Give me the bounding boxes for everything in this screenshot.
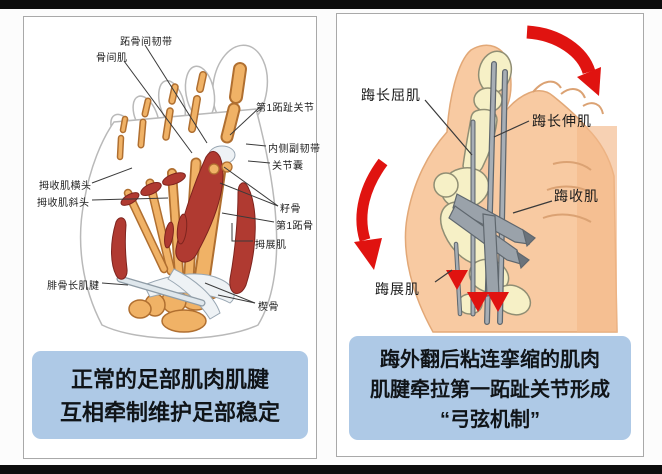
label-cuneiform: 楔骨 [258,302,279,313]
left-panel: 跖骨间韧带 骨间肌 第1跖趾关节 内侧副韧带 关节囊 籽骨 第1跖骨 拇收肌横头… [23,16,320,459]
normal-foot-illustration [79,44,279,340]
sesamoid-bones [208,161,233,175]
toe-creases [532,80,604,223]
curved-arrow-left-icon [356,158,388,242]
muscles [111,150,256,294]
label-medial-collateral-ligament: 内侧副韧带 [268,144,321,155]
label-adductor-transverse-head: 拇收肌横头 [39,181,92,192]
right-panel: 踇长屈肌 踇长伸肌 踇收肌 踇展肌 踇外翻后粘连挛缩的肌肉 肌腱牵拉第一跖趾关节… [336,13,644,457]
ligaments [116,145,236,320]
down-arrowhead-icon [446,270,468,290]
label-intermetatarsal-ligament: 跖骨间韧带 [120,37,173,48]
label-peroneus-longus-tendon: 腓骨长肌腱 [47,281,100,292]
curved-arrow-left-head-icon [354,238,382,270]
left-caption-line1: 正常的足部肌肉肌腱 [70,367,269,392]
abductor-hallucis-muscle [229,182,256,294]
label-first-metatarsal: 第1跖骨 [276,221,314,232]
right-caption: 踇外翻后粘连挛缩的肌肉 肌腱牵拉第一跖趾关节形成 “弓弦机制” [349,336,631,440]
label-sesamoid: 籽骨 [280,204,301,215]
down-arrowhead-icon [467,292,489,312]
leader-lines [424,99,553,283]
label-adductor-hallucis: 踇收肌 [554,188,599,204]
adductor-oblique-muscle [175,150,224,263]
label-abductor-hallucis: 拇展肌 [255,240,287,251]
leader-lines [91,44,279,304]
label-joint-capsule: 关节囊 [272,161,304,172]
letterbox-top [0,0,662,9]
label-interossei: 骨间肌 [96,53,128,64]
curved-arrow-top-head-icon [577,67,601,96]
left-caption: 正常的足部肌肉肌腱 互相牵制维护足部稳定 [32,351,308,439]
label-adductor-oblique-head: 拇收肌斜头 [37,198,90,209]
deforming-force-arrows [354,25,601,312]
label-flexor-hallucis-longus: 踇长屈肌 [361,87,421,103]
left-caption-line2: 互相牵制维护足部稳定 [59,400,280,425]
curved-arrow-top-icon [526,25,596,75]
label-first-mtp-joint: 第1跖趾关节 [256,103,315,114]
right-caption-line1: 踇外翻后粘连挛缩的肌肉 [380,349,600,371]
label-abductor-hallucis: 踇展肌 [375,281,420,297]
right-caption-line3: “弓弦机制” [440,409,540,431]
letterbox-bottom [0,465,662,474]
adductor-straps [448,193,536,297]
hallux-valgus-illustration [354,25,618,333]
right-caption-line2: 肌腱牵拉第一跖趾关节形成 [370,379,610,401]
label-extensor-hallucis-longus: 踇长伸肌 [532,113,592,129]
down-arrowhead-icon [487,292,509,312]
